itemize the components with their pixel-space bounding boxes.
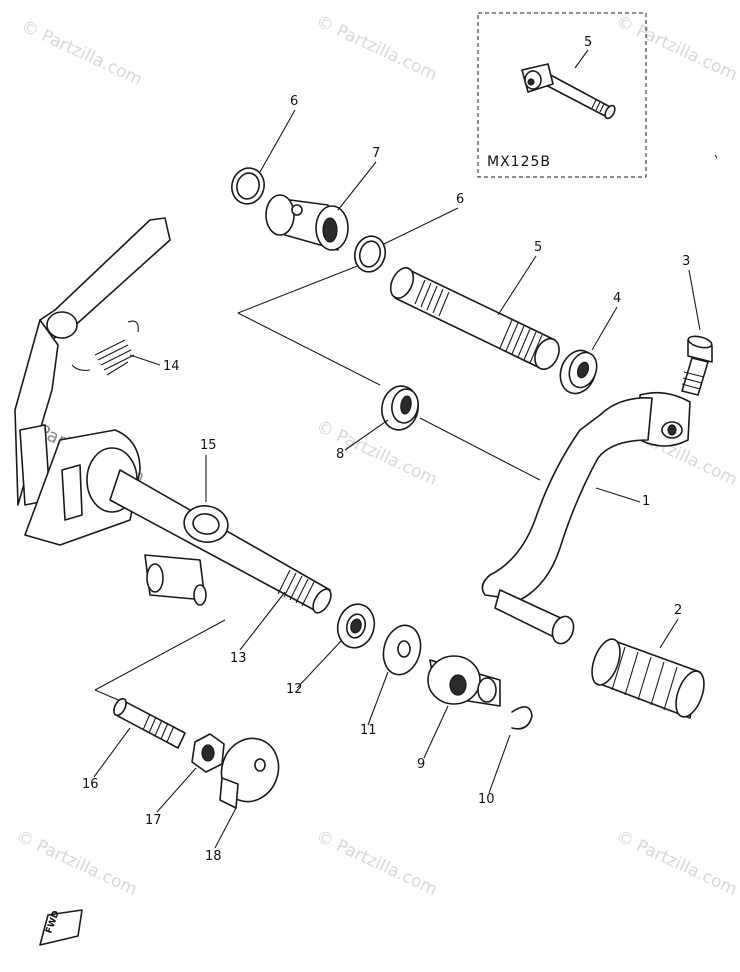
part-17-nut bbox=[191, 733, 225, 773]
callout-18: 18 bbox=[205, 849, 222, 864]
part-1-shift-lever bbox=[481, 391, 691, 645]
callout-6-upper: 6 bbox=[290, 94, 298, 109]
part-6-upper-washer bbox=[231, 167, 265, 205]
callout-5: 5 bbox=[534, 240, 542, 255]
inset-border bbox=[477, 12, 647, 178]
watermark-text: © Partzilla.com bbox=[613, 11, 740, 85]
stray-mark bbox=[714, 154, 718, 159]
part-18-lock-washer bbox=[219, 737, 280, 809]
callout-7: 7 bbox=[372, 146, 380, 161]
watermark-text: © Partzilla.com bbox=[613, 826, 740, 900]
callout-11: 11 bbox=[360, 723, 377, 738]
part-11-plate-washer bbox=[382, 624, 422, 676]
watermark-text: © Partzilla.com bbox=[18, 16, 145, 90]
callout-16: 16 bbox=[82, 777, 99, 792]
part-5-shaft bbox=[389, 267, 560, 371]
part-10-circlip bbox=[511, 706, 533, 730]
callout-6-lower: 6 bbox=[456, 192, 464, 207]
shift-arm-assembly bbox=[14, 217, 207, 606]
part-12-oil-seal bbox=[336, 603, 376, 649]
callout-8: 8 bbox=[336, 447, 344, 462]
callout-3: 3 bbox=[682, 254, 690, 269]
callout-9: 9 bbox=[417, 757, 425, 772]
part-3-bolt bbox=[681, 335, 713, 396]
callout-14: 14 bbox=[163, 359, 180, 374]
inset-callout-5: 5 bbox=[584, 35, 592, 50]
part-13-shift-shaft bbox=[109, 469, 332, 614]
watermark-text: © Partzilla.com bbox=[313, 11, 440, 85]
watermark-text: © Partzilla.com bbox=[13, 826, 140, 900]
part-15-washer bbox=[183, 505, 229, 543]
inset-shaft bbox=[521, 63, 616, 120]
callout-1: 1 bbox=[642, 494, 650, 509]
callout-15: 15 bbox=[200, 438, 217, 453]
callout-13: 13 bbox=[230, 651, 247, 666]
part-8-bushing bbox=[381, 385, 419, 431]
part-14-spring bbox=[71, 320, 139, 376]
part-9-collar bbox=[427, 655, 501, 707]
part-4-oil-seal bbox=[559, 349, 598, 395]
callout-10: 10 bbox=[478, 792, 495, 807]
callout-17: 17 bbox=[145, 813, 162, 828]
part-2-footrest-rubber bbox=[591, 638, 705, 719]
inset-model-label: MX125B bbox=[487, 154, 551, 170]
inset-box: MX125B 5 bbox=[477, 12, 647, 178]
fwd-direction-marker: FWD bbox=[39, 909, 83, 946]
part-16-stud-bolt bbox=[113, 697, 186, 749]
callout-4: 4 bbox=[613, 291, 621, 306]
callout-2: 2 bbox=[674, 603, 682, 618]
inset-leader bbox=[574, 49, 589, 69]
watermark-text: © Partzilla.com bbox=[313, 826, 440, 900]
part-7-collar bbox=[265, 194, 349, 251]
part-6-lower-washer bbox=[353, 235, 387, 273]
